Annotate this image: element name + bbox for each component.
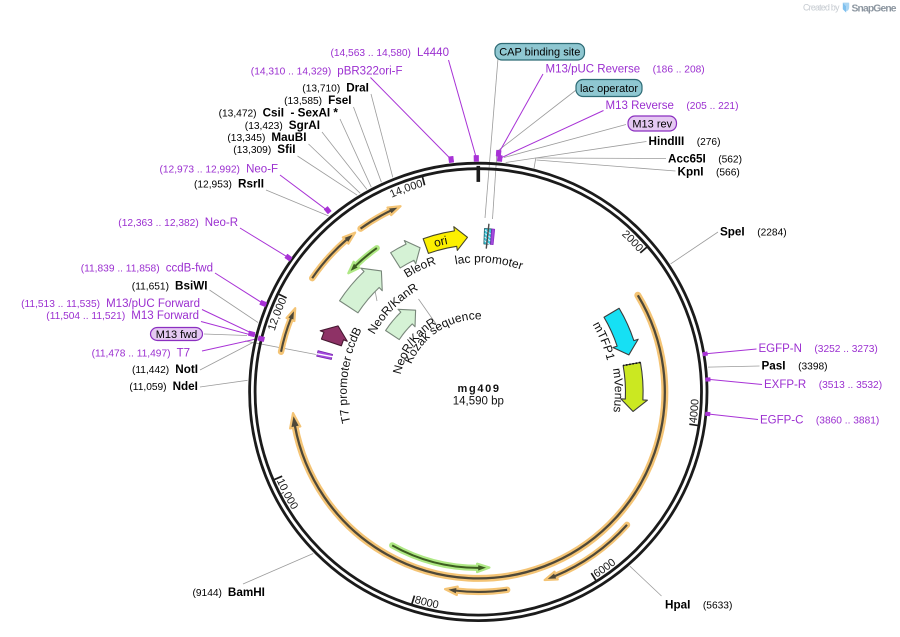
- svg-text:(2284): (2284): [757, 228, 786, 239]
- svg-text:Neo-F: Neo-F: [246, 164, 278, 176]
- svg-text:(3252 .. 3273): (3252 .. 3273): [814, 344, 877, 355]
- svg-text:pBR322ori-F: pBR322ori-F: [337, 66, 402, 78]
- svg-text:EGFP-N: EGFP-N: [759, 343, 802, 355]
- svg-text:M13 fwd: M13 fwd: [156, 329, 198, 341]
- svg-text:(12,363 .. 12,382): (12,363 .. 12,382): [118, 218, 198, 229]
- svg-text:(562): (562): [718, 155, 742, 166]
- svg-text:Neo-R: Neo-R: [205, 217, 238, 229]
- svg-text:8000: 8000: [413, 594, 439, 611]
- svg-text:NdeI: NdeI: [173, 380, 198, 393]
- svg-text:SnapGene: SnapGene: [852, 4, 897, 15]
- svg-text:L4440: L4440: [417, 47, 449, 59]
- svg-text:(9144): (9144): [193, 588, 222, 599]
- svg-text:(13,345): (13,345): [227, 133, 265, 144]
- svg-text:T7: T7: [177, 348, 190, 360]
- svg-text:(205 .. 221): (205 .. 221): [686, 101, 738, 112]
- svg-text:BamHI: BamHI: [228, 586, 265, 599]
- svg-text:mg409: mg409: [458, 383, 500, 395]
- svg-text:(11,442): (11,442): [132, 365, 169, 376]
- svg-text:BsiWI: BsiWI: [175, 280, 207, 293]
- svg-text:Acc65I: Acc65I: [668, 153, 706, 166]
- svg-text:EXFP-R: EXFP-R: [764, 379, 806, 391]
- svg-text:(13,309): (13,309): [233, 145, 271, 156]
- svg-text:(13,585): (13,585): [284, 96, 322, 107]
- svg-text:(11,839 .. 11,858): (11,839 .. 11,858): [81, 264, 160, 275]
- svg-text:FseI: FseI: [328, 94, 351, 107]
- svg-text:14,590 bp: 14,590 bp: [453, 396, 504, 408]
- svg-text:SgrAI: SgrAI: [289, 119, 320, 132]
- svg-text:M13 rev: M13 rev: [632, 118, 672, 130]
- svg-text:ccdB-fwd: ccdB-fwd: [166, 263, 213, 275]
- svg-text:(11,513 .. 11,535): (11,513 .. 11,535): [21, 299, 100, 310]
- svg-text:(14,563 .. 14,580): (14,563 .. 14,580): [331, 48, 411, 59]
- svg-text:Created by: Created by: [803, 3, 840, 13]
- svg-text:(11,504 .. 11,521): (11,504 .. 11,521): [46, 311, 125, 322]
- svg-text:EGFP-C: EGFP-C: [760, 415, 803, 427]
- svg-text:(13,710): (13,710): [302, 84, 340, 95]
- svg-text:(5633): (5633): [703, 601, 732, 612]
- svg-text:MauBI: MauBI: [271, 131, 306, 144]
- svg-text:(11,059): (11,059): [129, 382, 166, 393]
- svg-text:RsrII: RsrII: [238, 178, 264, 191]
- svg-text:mVenus: mVenus: [610, 367, 626, 413]
- svg-text:(12,973 .. 12,992): (12,973 .. 12,992): [160, 165, 240, 176]
- svg-text:(3398): (3398): [798, 362, 827, 373]
- svg-text:(11,651): (11,651): [132, 282, 169, 293]
- svg-text:(3860 .. 3881): (3860 .. 3881): [816, 416, 879, 427]
- svg-text:(13,423): (13,423): [245, 121, 283, 132]
- svg-text:lac operator: lac operator: [580, 83, 638, 95]
- svg-text:(186 .. 208): (186 .. 208): [653, 65, 705, 76]
- svg-text:(12,953): (12,953): [194, 180, 232, 191]
- svg-text:4000: 4000: [687, 399, 701, 424]
- svg-text:HindIII: HindIII: [649, 135, 685, 148]
- svg-text:M13/pUC Reverse: M13/pUC Reverse: [546, 64, 641, 76]
- svg-text:DraI: DraI: [346, 82, 369, 95]
- svg-text:(13,472): (13,472): [219, 109, 257, 120]
- svg-text:NotI: NotI: [175, 363, 198, 376]
- svg-text:M13 Reverse: M13 Reverse: [606, 100, 674, 112]
- svg-text:SpeI: SpeI: [720, 226, 745, 239]
- svg-text:ori: ori: [432, 233, 449, 250]
- svg-text:(11,478 .. 11,497): (11,478 .. 11,497): [92, 349, 171, 360]
- svg-text:HpaI: HpaI: [665, 599, 690, 612]
- svg-text:KpnI: KpnI: [678, 166, 704, 179]
- svg-text:M13/pUC Forward: M13/pUC Forward: [106, 298, 200, 310]
- svg-text:M13 Forward: M13 Forward: [131, 310, 199, 322]
- svg-text:(276): (276): [697, 137, 721, 148]
- svg-text:SfiI: SfiI: [277, 143, 295, 156]
- svg-text:PasI: PasI: [762, 360, 786, 373]
- svg-text:(566): (566): [716, 168, 740, 179]
- svg-text:(14,310 .. 14,329): (14,310 .. 14,329): [251, 67, 331, 78]
- svg-text:CsiI - SexAI *: CsiI - SexAI *: [263, 107, 339, 120]
- svg-text:CAP binding site: CAP binding site: [499, 47, 580, 59]
- svg-text:T7 promoter: T7 promoter: [336, 355, 354, 425]
- svg-text:(3513 .. 3532): (3513 .. 3532): [819, 380, 882, 391]
